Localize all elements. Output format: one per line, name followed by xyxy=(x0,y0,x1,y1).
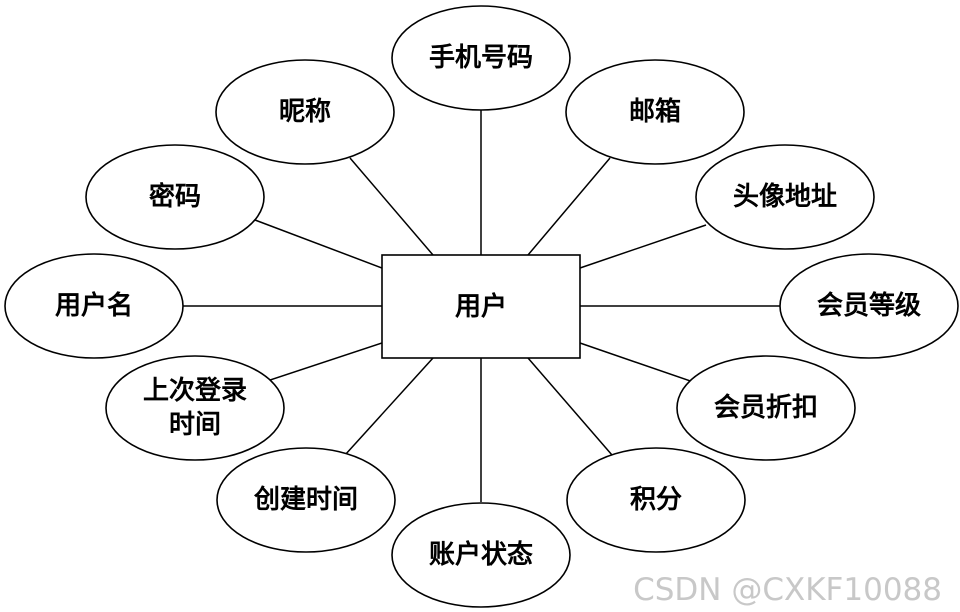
attribute-ellipse xyxy=(565,59,745,165)
watermark: CSDN @CXKF10088 xyxy=(633,572,942,608)
attribute-label: 手机号码 xyxy=(429,43,533,73)
attribute-ellipse xyxy=(566,447,746,553)
attribute-member-level[interactable]: 会员等级 xyxy=(779,253,959,359)
attribute-ellipse xyxy=(216,447,396,553)
connector-points xyxy=(527,357,613,456)
connector-member-discount xyxy=(579,342,703,386)
attribute-account-status[interactable]: 账户状态 xyxy=(391,502,571,608)
attribute-label: 时间 xyxy=(169,410,221,440)
connector-create-time xyxy=(344,357,434,456)
entity-user[interactable]: 用户 xyxy=(381,254,581,359)
attribute-points[interactable]: 积分 xyxy=(566,447,746,553)
attribute-label: 积分 xyxy=(630,485,682,515)
attribute-create-time[interactable]: 创建时间 xyxy=(216,447,396,553)
attribute-ellipse xyxy=(676,355,856,461)
entity-box xyxy=(381,254,581,359)
attribute-username[interactable]: 用户名 xyxy=(4,253,184,359)
attribute-label: 会员折扣 xyxy=(714,393,818,423)
attribute-phone[interactable]: 手机号码 xyxy=(391,5,571,111)
attribute-avatar-address[interactable]: 头像地址 xyxy=(695,144,875,250)
connector-avatar-address xyxy=(579,224,707,269)
connector-email xyxy=(527,157,611,256)
entity-label: 用户 xyxy=(455,291,507,322)
attribute-label: 会员等级 xyxy=(817,290,921,321)
attribute-label: 邮箱 xyxy=(629,96,681,127)
attribute-label: 昵称 xyxy=(279,97,331,127)
attribute-ellipse xyxy=(85,144,265,250)
attribute-label: 头像地址 xyxy=(733,182,837,212)
attribute-label: 上次登录 xyxy=(143,375,247,406)
attribute-ellipse xyxy=(391,502,571,608)
attribute-label: 账户状态 xyxy=(429,539,533,570)
attribute-password[interactable]: 密码 xyxy=(85,144,265,250)
attribute-ellipse xyxy=(105,355,285,461)
attribute-ellipse xyxy=(215,59,395,165)
connector-nickname xyxy=(349,157,434,256)
connector-password xyxy=(254,219,383,269)
attribute-ellipse xyxy=(695,144,875,250)
attribute-label: 创建时间 xyxy=(253,485,358,515)
attribute-email[interactable]: 邮箱 xyxy=(565,59,745,165)
connector-last-login-time xyxy=(254,342,383,386)
attribute-member-discount[interactable]: 会员折扣 xyxy=(676,355,856,461)
attribute-ellipse xyxy=(4,253,184,359)
attribute-label: 密码 xyxy=(149,181,201,212)
attribute-nickname[interactable]: 昵称 xyxy=(215,59,395,165)
attribute-label: 用户名 xyxy=(55,290,133,321)
attribute-ellipse xyxy=(391,5,571,111)
connectors xyxy=(182,110,780,502)
attribute-ellipse xyxy=(779,253,959,359)
